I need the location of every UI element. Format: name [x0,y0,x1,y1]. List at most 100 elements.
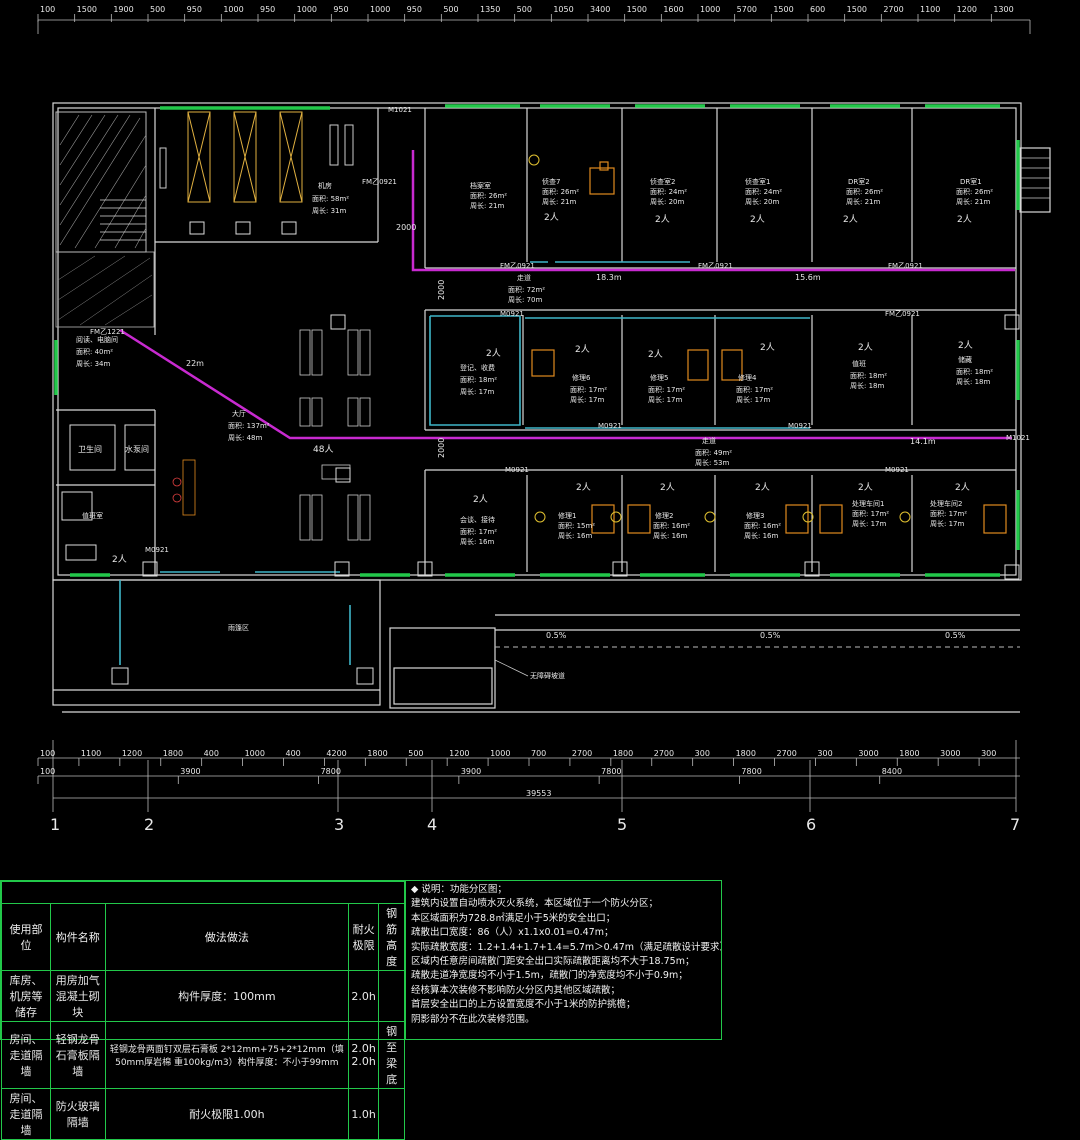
room-name-wc: 卫生间 [78,444,102,454]
room-name-storage: 储藏 [958,355,972,364]
room-name-water: 水泵间 [125,444,149,454]
legend-title-row [1,881,405,904]
room-area-inv7: 面积: 26m² [542,187,579,196]
dimension-label: 1000 [490,749,510,758]
room-people-repair5: 2人 [648,349,663,360]
door-tag: M0921 [505,466,529,474]
fire-resistance-table: 使用部位 构件名称 做法做法 耐火极限 钢筋高度 库房、机房等储存 用房加气混凝… [1,881,405,1140]
table-row: 库房、机房等储存 用房加气混凝土砌块 构件厚度：100mm 2.0h [1,970,405,1022]
dimension-label: 1800 [163,749,183,758]
room-people-meeting: 2人 [473,494,488,505]
room-area-repair3: 面积: 16m² [744,521,781,530]
dimension-label: 1800 [736,749,756,758]
slope-label: 0.5% [945,631,966,640]
door-tag: FM乙0921 [500,262,535,270]
dimension-label: 7800 [321,767,341,776]
room-people-process2: 2人 [955,482,970,493]
dimension-label: 1100 [81,749,101,758]
col-header: 耐火极限 [347,903,380,971]
dimension-label: 4200 [326,749,346,758]
dimension-label: 500 [150,5,165,14]
dimension-label: 950 [260,5,275,14]
room-name-process2: 处理车间2 [930,499,962,508]
room-area-repair4: 面积: 17m² [736,385,773,394]
dim-22m: 22m [186,359,204,368]
dimension-label: 3000 [858,749,878,758]
dimension-label: 1350 [480,5,500,14]
dimension-label: 2700 [572,749,592,758]
room-area-inv1: 面积: 24m² [745,187,782,196]
room-area-process2: 面积: 17m² [930,509,967,518]
note-line: 阴影部分不在此次装修范围。 [411,1013,535,1025]
dimension-label: 1000 [297,5,317,14]
table-cell: 1.0h [347,1088,380,1140]
door-tag: M0921 [145,546,169,554]
dimension-label: 5700 [737,5,757,14]
door-tag: FM乙0921 [362,178,397,186]
note-line: 实际疏散宽度：1.2+1.4+1.7+1.4=5.7m＞0.47m（满足疏散设计… [411,941,721,953]
dimension-label: 3900 [461,767,481,776]
door-tag: M0921 [885,466,909,474]
room-people-dr2: 2人 [843,214,858,225]
door-tag: M0921 [788,422,812,430]
dimension-label: 950 [187,5,202,14]
door-tag: M0921 [500,310,524,318]
room-perimeter-repair5: 周长: 17m [648,395,682,404]
dimension-label: 1500 [847,5,867,14]
columns [111,314,1020,685]
room-area-inv2: 面积: 24m² [650,187,687,196]
room-name-repair3: 修理3 [746,511,764,520]
room-name-archive: 档案室 [470,181,491,190]
axis-label: 1 [50,815,60,834]
dim-14-1m: 14.1m [910,437,936,446]
room-area-repair1: 面积: 15m² [558,521,595,530]
door-tag: M1021 [388,106,412,114]
table-cell: 耐火极限1.00h [104,1088,349,1140]
dim-2000: 2000 [396,223,416,232]
plan-dimensions: 2000 2000 2000 22m 18.3m 15.6m 14.1m 0.5… [186,223,966,640]
room-people-inv1: 2人 [750,214,765,225]
room-area-registration: 面积: 18m² [460,375,497,384]
legend-panel: 使用部位 构件名称 做法做法 耐火极限 钢筋高度 库房、机房等储存 用房加气混凝… [0,880,722,1140]
room-name-dr1: DR室1 [960,177,982,186]
room-area-corridor-top: 面积: 72m² [508,285,545,294]
room-name-inv7: 侦查7 [542,177,560,186]
slope-label: 0.5% [546,631,567,640]
dimension-label: 1800 [899,749,919,758]
room-perimeter-repair6: 周长: 17m [570,395,604,404]
room-perimeter-server: 周长: 31m [312,206,346,215]
table-cell: 2.0h 2.0h [347,1021,380,1089]
room-area-duty: 面积: 18m² [850,371,887,380]
room-name-corridor-top: 走道 [517,273,531,282]
service-rooms [61,424,156,561]
door-tag: M0921 [598,422,622,430]
dimension-label: 2700 [777,749,797,758]
room-perimeter-meeting: 周长: 16m [460,537,494,546]
dim-18-3m: 18.3m [596,273,622,282]
table-cell: 2.0h [347,970,380,1022]
dimension-label: 500 [517,5,532,14]
table-cell: 轻钢龙骨石膏板隔墙 [49,1021,106,1089]
room-name-repair2: 修理2 [655,511,673,520]
room-name-corridor-mid: 走道 [702,436,716,445]
table-cell: 防火玻璃隔墙 [49,1088,106,1140]
room-area-corridor-mid: 面积: 49m² [695,448,732,457]
table-cell: 轻钢龙骨两面钉双层石膏板 2*12mm+75+2*12mm（填50mm厚岩棉 重… [104,1021,349,1089]
ramp-label: 无障碍坡道 [530,671,565,680]
room-people-watch: 2人 [112,554,127,565]
room-people-inv2: 2人 [655,214,670,225]
room-perimeter-archive: 周长: 21m [470,201,504,210]
note-line: 建筑内设置自动喷水灭火系统，本区域位于一个防火分区； [411,898,659,910]
top-dimension-line [37,19,1031,34]
room-name-repair1: 修理1 [558,511,576,520]
room-perimeter-inv2: 周长: 20m [650,197,684,206]
table-cell: 钢至梁底 [378,1021,405,1089]
room-perimeter-reading: 周长: 34m [76,359,110,368]
building-walls [52,102,1051,713]
room-area-storage: 面积: 18m² [956,367,993,376]
note-line: 首层安全出口的上方设置宽度不小于1米的防护挑檐； [411,999,636,1011]
room-perimeter-corridor-mid: 周长: 53m [695,458,729,467]
